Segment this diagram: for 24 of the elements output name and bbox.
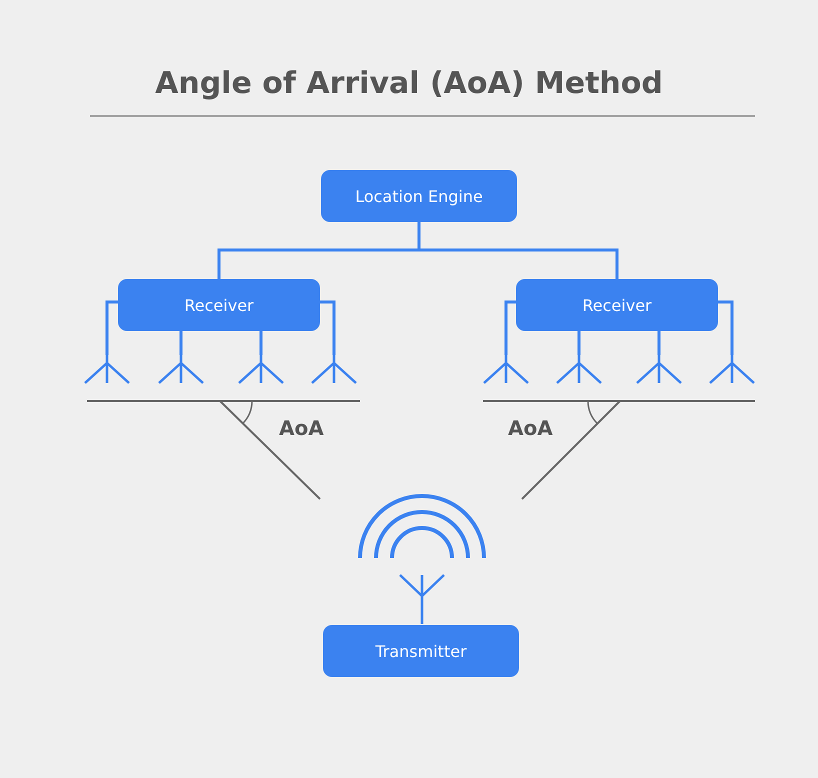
connector-line (418, 222, 618, 279)
connector-line (658, 331, 660, 355)
antenna-icon (708, 355, 756, 385)
connector-line (180, 331, 182, 355)
antenna-icon (635, 355, 683, 385)
connector-line (320, 300, 336, 355)
antenna-icon (83, 355, 131, 385)
antenna-icon (310, 355, 358, 385)
connector-line (578, 331, 580, 355)
connector-line (106, 300, 118, 355)
process-box: Receiver (516, 279, 718, 331)
process-box: Transmitter (323, 625, 519, 677)
title: Angle of Arrival (AoA) Method (154, 66, 664, 101)
connector-line (718, 300, 734, 355)
antenna-icon (157, 355, 205, 385)
angle-label: AoA (279, 416, 324, 440)
antenna-icon (237, 355, 285, 385)
process-box: Receiver (118, 279, 320, 331)
antenna-icon (482, 355, 530, 385)
process-box: Location Engine (321, 170, 517, 222)
connector-line (260, 331, 262, 355)
antenna-icon (555, 355, 603, 385)
connector-line (504, 300, 516, 355)
angle-label: AoA (508, 416, 553, 440)
